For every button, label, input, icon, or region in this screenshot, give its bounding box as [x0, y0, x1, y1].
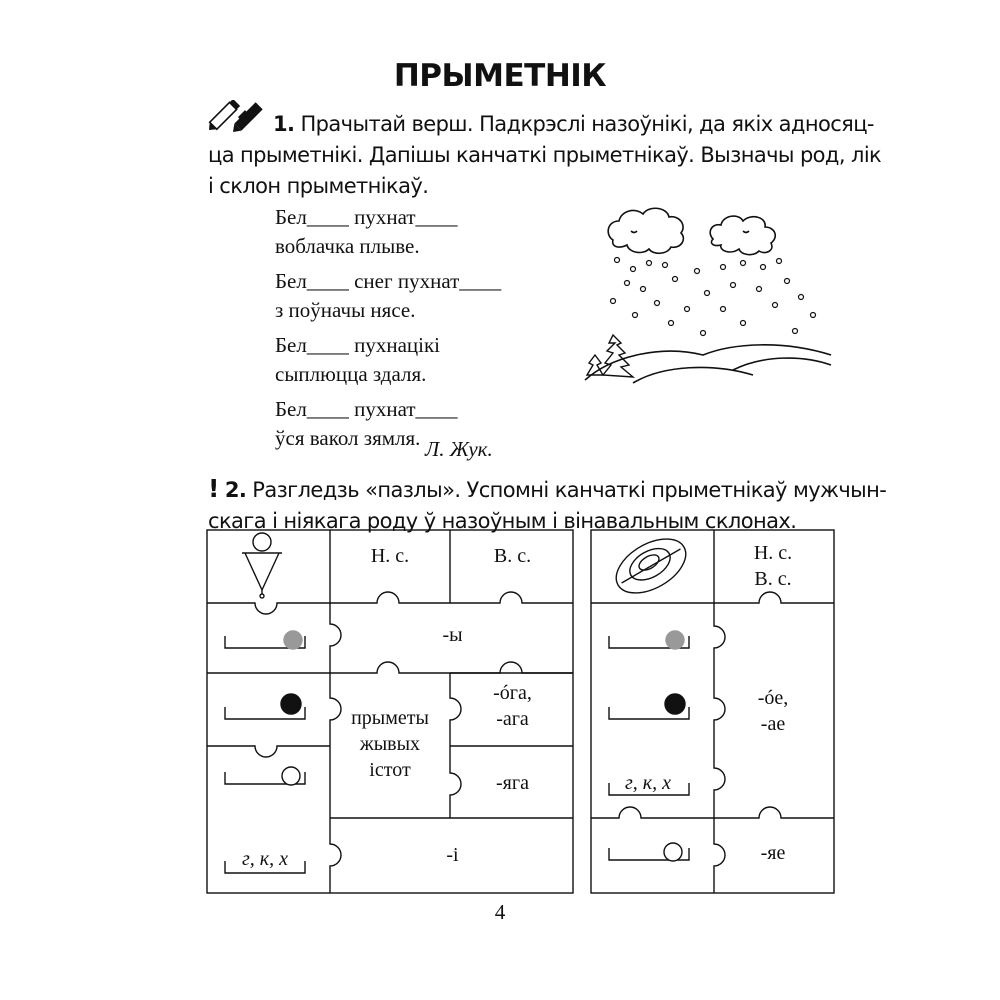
puzzle-right [589, 528, 837, 900]
poem-line: воблачка плыве. [275, 234, 420, 258]
right-gkh-label: г, к, х [624, 772, 672, 794]
poem-stanza: Бел____ снег пухнат____ з поўначы нясе. [275, 267, 501, 325]
page-title: ПРЫМЕТНІК [393, 58, 607, 94]
task1-line1: Прачытай верш. Падкрэслі назоўнікі, да я… [300, 112, 874, 136]
left-header-vs: В. с. [493, 545, 532, 567]
ending-yaga: -яга [496, 772, 529, 794]
task1-number: 1. [273, 112, 295, 136]
exclamation-icon: ! [208, 474, 219, 503]
ending-oe: -óе, [757, 687, 789, 709]
ending-yae: -яе [760, 842, 786, 864]
person-icon [242, 532, 282, 599]
puzzle-left [205, 528, 575, 900]
ending-i: -і [446, 844, 459, 866]
poem: Бел____ пухнат____ воблачка плыве. Бел__… [275, 203, 501, 459]
left-gkh-label: г, к, х [241, 848, 289, 870]
ending-oga: -óга, [493, 682, 532, 704]
poem-stanza: Бел____ пухнат____ ўся вакол зямля. [275, 395, 501, 453]
living-line1: прыметы [351, 707, 429, 729]
page-number: 4 [494, 900, 506, 924]
poem-stanza: Бел____ пухнат____ воблачка плыве. [275, 203, 501, 261]
right-header-ns: Н. с. [753, 542, 793, 564]
living-beings-cell: прыметы жывых істот [330, 705, 450, 783]
poem-stanza: Бел____ пухнацікі сыплюцца здаля. [275, 331, 501, 389]
poem-line: Бел____ пухнат____ [275, 205, 458, 229]
ending-oga-aga: -óга, -ага [450, 680, 575, 732]
task2-line2: скага і ніякага роду ў назоўным і вінава… [208, 509, 797, 533]
ending-ae: -ае [760, 713, 786, 735]
ending-aga: -ага [496, 708, 529, 730]
baby-icon [615, 538, 687, 594]
poem-line: Бел____ пухнацікі [275, 333, 441, 357]
task2-line1: Разгледзь «пазлы». Успомні канчаткі прым… [252, 478, 887, 502]
right-header: Н. с. В. с. [712, 540, 834, 592]
poem-line: сыплюцца здаля. [275, 362, 427, 386]
task1-line3: і склон прыметнікаў. [208, 174, 429, 198]
poem-line: ўся вакол зямля. [275, 426, 421, 450]
poem-line: з поўначы нясе. [275, 298, 416, 322]
ending-oe-ae: -óе, -ае [712, 685, 834, 737]
task2-number: 2. [224, 478, 247, 502]
task2-text: !2. Разгледзь «пазлы». Успомні канчаткі … [208, 473, 887, 537]
winter-illustration [583, 205, 833, 394]
right-header-vs: В. с. [754, 568, 792, 590]
poem-line: Бел____ пухнат____ [275, 397, 458, 421]
pencil-icon [207, 98, 273, 140]
left-header-ns: Н. с. [370, 545, 410, 567]
task1-text: 1. Прачытай верш. Падкрэслі назоўнікі, д… [208, 109, 882, 202]
poem-author: Л. Жук. [425, 437, 493, 461]
ending-y: -ы [442, 624, 463, 646]
living-line3: істот [369, 759, 411, 781]
task1-line2: ца прыметнікі. Дапішы канчаткі прыметнік… [208, 143, 882, 167]
poem-line: Бел____ снег пухнат____ [275, 269, 502, 293]
living-line2: жывых [359, 733, 421, 755]
